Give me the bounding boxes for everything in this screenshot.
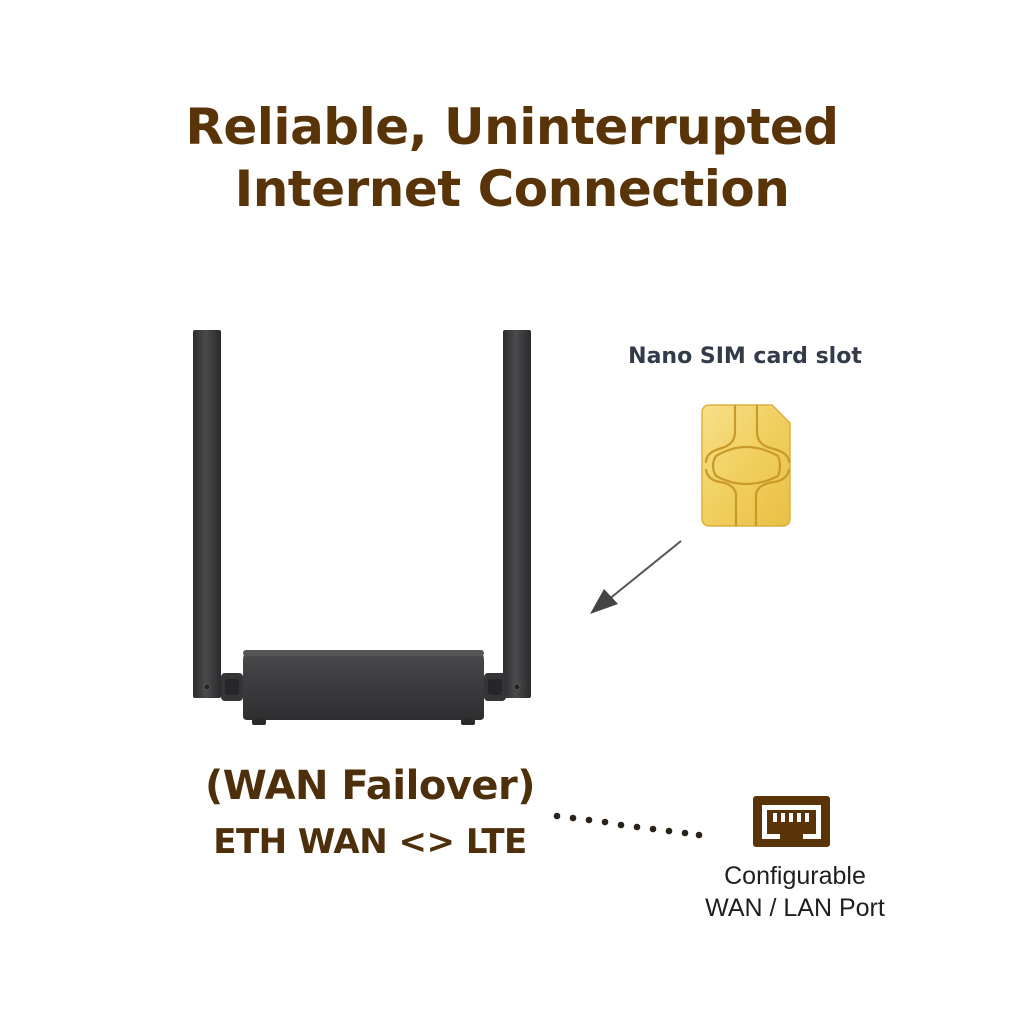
failover-subtitle: ETH WAN <> LTE	[213, 822, 527, 862]
router-foot	[252, 718, 266, 725]
port-label: Configurable WAN / LAN Port	[670, 860, 920, 924]
port-label-line-2: WAN / LAN Port	[705, 894, 885, 922]
port-label-line-1: Configurable	[724, 862, 866, 890]
headline-line-1: Reliable, Uninterrupted	[185, 98, 839, 156]
right-antenna	[503, 330, 531, 698]
sim-card-icon	[701, 404, 791, 527]
headline: Reliable, Uninterrupted Internet Connect…	[0, 96, 1024, 220]
failover-title: (WAN Failover)	[204, 763, 536, 809]
sim-arrow	[590, 540, 682, 614]
dotted-connector	[553, 812, 703, 839]
router-foot	[461, 718, 475, 725]
sim-slot-label: Nano SIM card slot	[628, 344, 862, 369]
ethernet-port-icon	[753, 796, 830, 847]
left-antenna	[193, 330, 221, 698]
headline-line-2: Internet Connection	[234, 160, 790, 218]
router-body	[243, 650, 484, 720]
router-image	[193, 330, 531, 725]
